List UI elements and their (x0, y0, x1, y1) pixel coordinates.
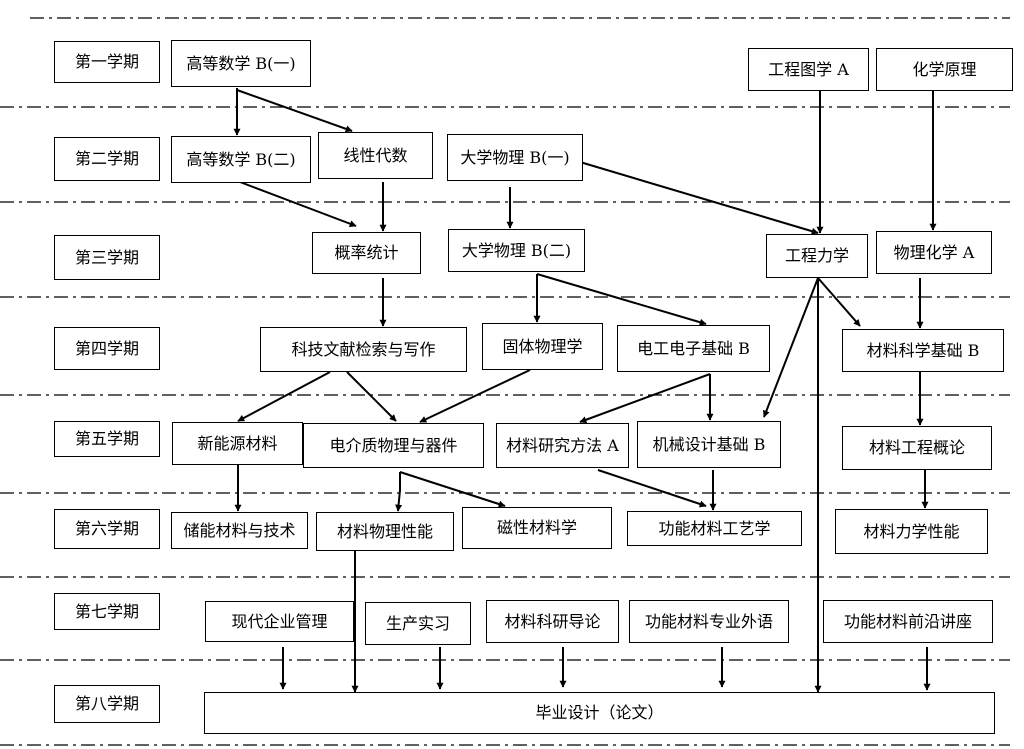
course-box: 材料科学基础 B (842, 329, 1004, 372)
course-box: 功能材料前沿讲座 (823, 600, 993, 643)
course-box: 材料力学性能 (835, 509, 988, 554)
arrow-djzwl-to-cxcl (399, 471, 506, 508)
arrow-dxwl1-to-gclx (579, 161, 819, 235)
arrow-gtwl-to-djzwl (419, 369, 531, 423)
semester-label: 第一学期 (54, 41, 160, 83)
course-box: 材料科研导论 (486, 600, 619, 643)
course-box: 化学原理 (876, 48, 1013, 91)
course-box: 高等数学 B(一) (171, 40, 311, 87)
course-box: 新能源材料 (172, 422, 303, 465)
course-box: 概率统计 (312, 232, 421, 274)
arrow-gdsx2-to-gltj (239, 181, 357, 228)
arrow-kjwx-to-djzwl (346, 371, 397, 422)
course-box: 大学物理 B(一) (447, 134, 583, 181)
arrow-djzwl-to-clwl (395, 472, 403, 512)
semester-separators (0, 17, 1010, 746)
semester-label: 第七学期 (54, 593, 160, 630)
course-box: 功能材料工艺学 (627, 511, 802, 546)
course-box: 电工电子基础 B (617, 325, 770, 372)
semester-label: 第八学期 (54, 685, 160, 723)
course-box: 固体物理学 (482, 323, 603, 370)
arrow-gclx-to-jxsj (763, 277, 819, 418)
arrow-gdsx1-to-xxds (236, 89, 353, 133)
course-box: 高等数学 B(二) (171, 136, 311, 183)
course-box: 科技文献检索与写作 (260, 327, 467, 372)
course-box: 机械设计基础 B (637, 421, 781, 468)
course-box: 磁性材料学 (462, 507, 612, 549)
course-box: 工程图学 A (748, 48, 869, 91)
course-box: 材料物理性能 (316, 512, 454, 551)
semester-label: 第五学期 (54, 421, 160, 457)
semester-label: 第四学期 (54, 327, 160, 370)
course-box: 物理化学 A (876, 231, 992, 274)
course-box: 电介质物理与器件 (303, 423, 484, 468)
semester-label: 第二学期 (54, 137, 160, 181)
course-box: 功能材料专业外语 (629, 600, 789, 643)
course-box: 材料工程概论 (842, 426, 992, 470)
course-box: 大学物理 B(二) (448, 229, 585, 272)
course-box: 现代企业管理 (205, 601, 354, 642)
semester-label: 第三学期 (54, 235, 160, 280)
course-box: 生产实习 (365, 602, 471, 645)
course-box: 储能材料与技术 (171, 512, 308, 549)
course-box: 线性代数 (318, 132, 433, 179)
course-box: 材料研究方法 A (496, 423, 629, 468)
arrow-dxwl2-to-dgdz (536, 273, 707, 326)
prerequisite-arrows (233, 88, 937, 693)
arrow-clyj-to-gngy (597, 469, 707, 508)
semester-label: 第六学期 (54, 509, 160, 549)
graduation-design-box: 毕业设计（论文） (204, 692, 995, 734)
arrow-dgdz-to-clyj (579, 373, 711, 424)
arrow-gclx-to-clkx (817, 277, 861, 327)
course-box: 工程力学 (766, 234, 868, 278)
arrow-kjwx-to-xnycl (237, 371, 331, 422)
